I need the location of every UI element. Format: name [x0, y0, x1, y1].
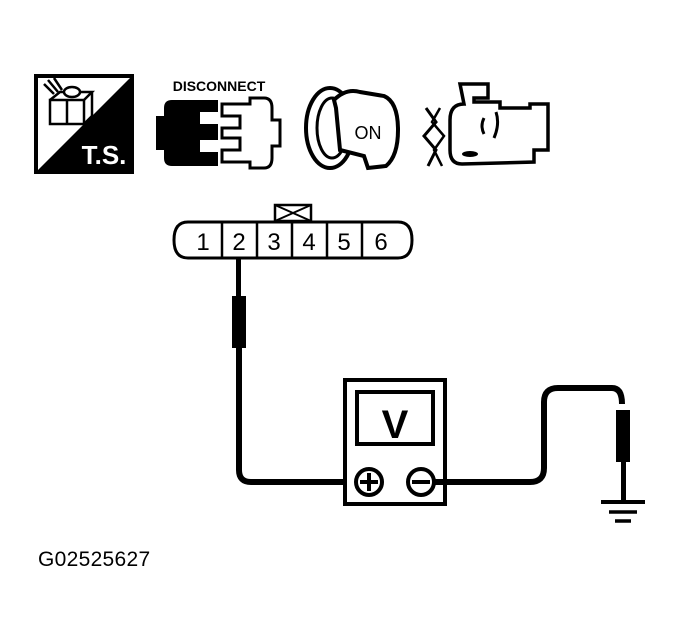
- ts-icon: T.S.: [34, 74, 134, 174]
- figure-id: G02525627: [38, 548, 151, 571]
- positive-probe-lead: [232, 258, 350, 485]
- pin-1: 1: [196, 229, 209, 256]
- ignition-key-icon: ON: [304, 86, 401, 171]
- pin-3: 3: [267, 229, 280, 256]
- positive-probe-handle: [232, 296, 246, 348]
- negative-probe-lead: [434, 385, 630, 502]
- connector: 1 2 3 4 5 6: [172, 203, 414, 260]
- pin-5: 5: [337, 229, 350, 256]
- negative-probe-handle: [616, 410, 630, 462]
- negative-terminal-icon: [406, 467, 436, 497]
- positive-terminal-icon: [354, 467, 384, 497]
- voltmeter-display: [355, 390, 435, 446]
- ts-label: T.S.: [82, 140, 127, 170]
- ground-icon: [601, 500, 645, 523]
- disconnect-icon: DISCONNECT: [156, 78, 282, 170]
- voltmeter: V: [343, 378, 447, 506]
- pin-2: 2: [232, 229, 245, 256]
- pin-4: 4: [302, 229, 315, 256]
- engine-stopped-icon: [422, 82, 550, 167]
- key-on-label: ON: [355, 123, 382, 143]
- voltmeter-unit: V: [382, 403, 409, 447]
- disconnect-label: DISCONNECT: [173, 78, 266, 94]
- pin-6: 6: [374, 229, 387, 256]
